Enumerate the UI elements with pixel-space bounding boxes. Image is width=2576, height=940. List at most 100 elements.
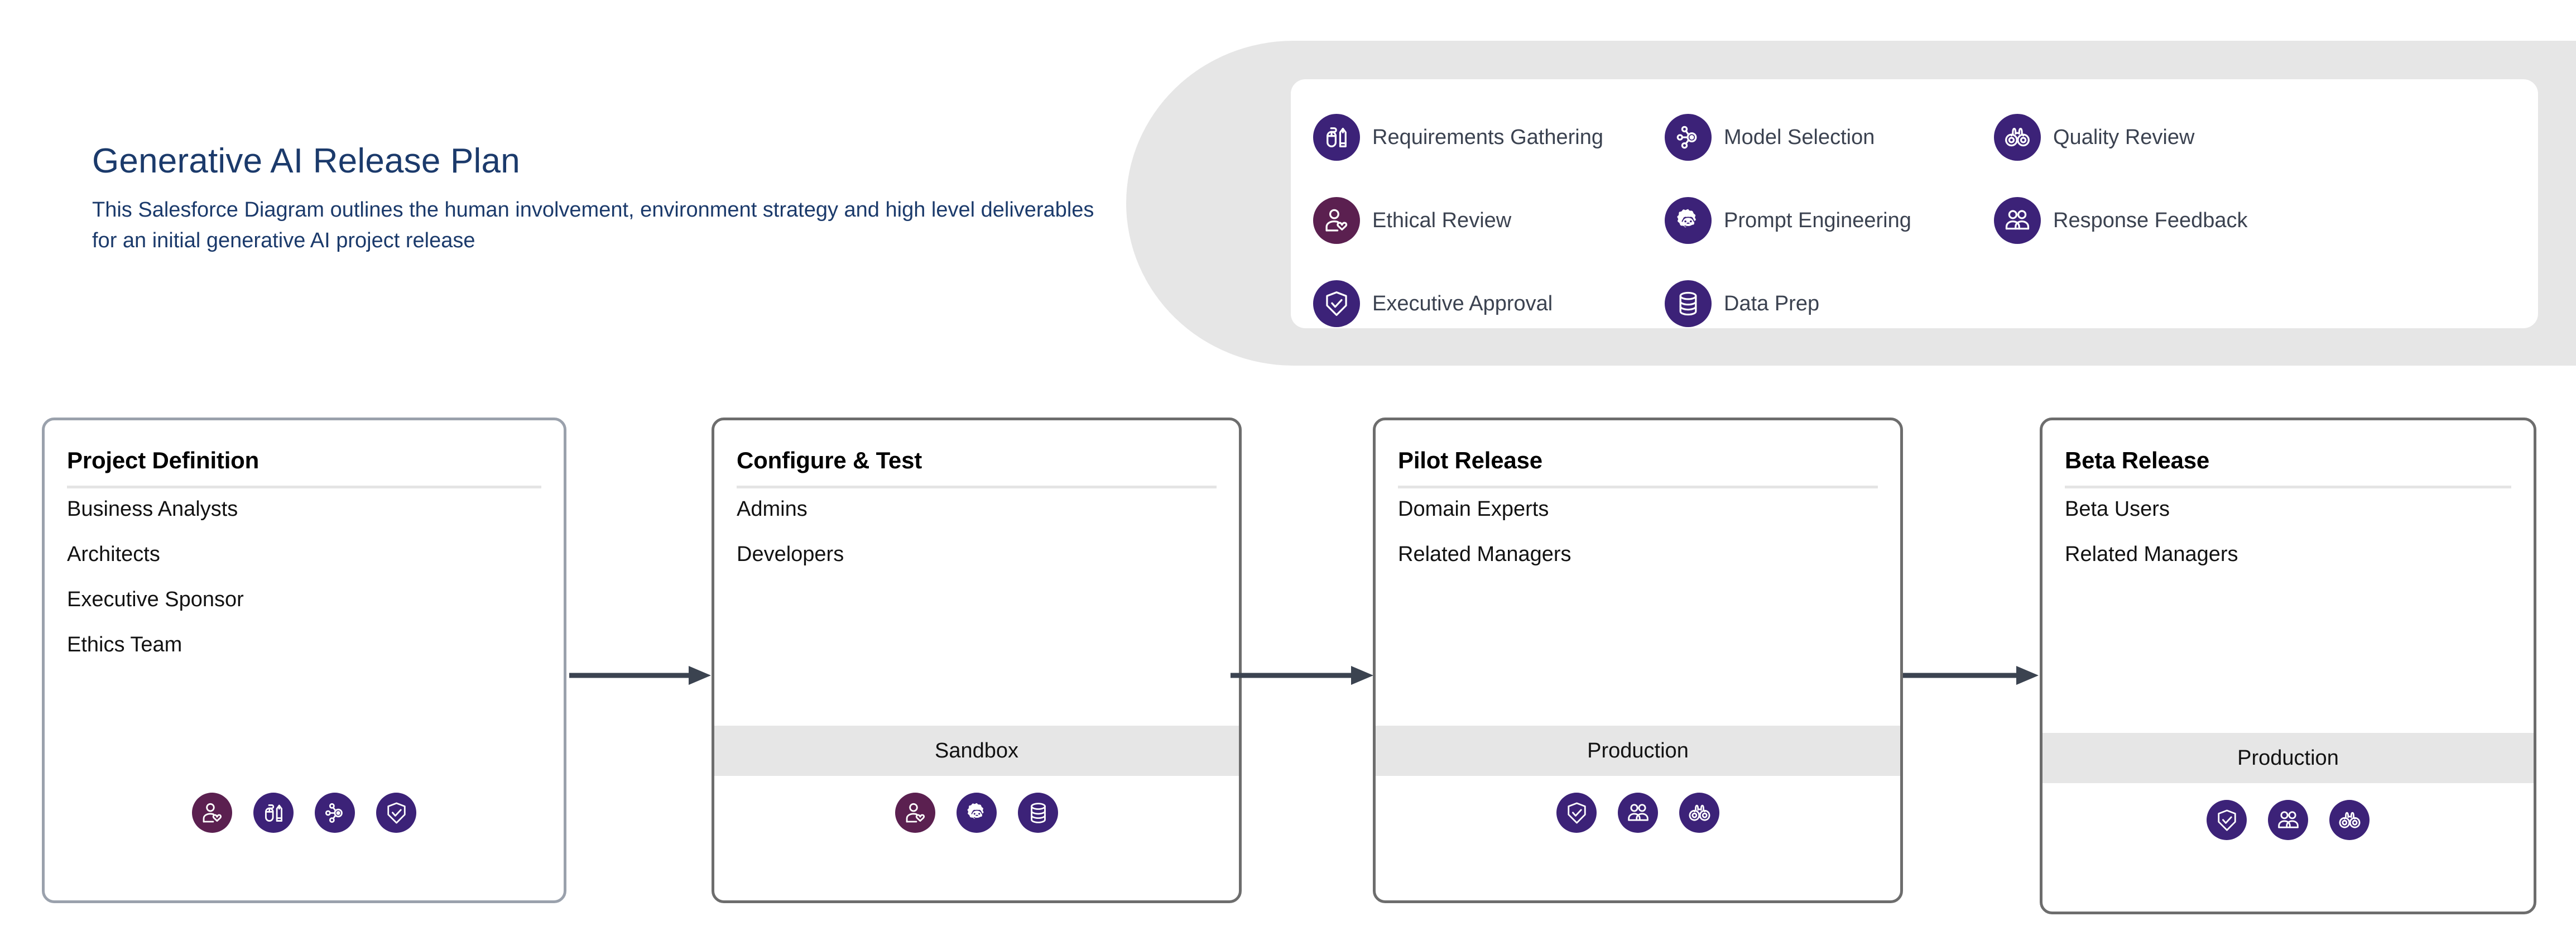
prompt-engineering-icon-badge: [1665, 197, 1712, 244]
data-prep-icon-badge: [1018, 793, 1058, 833]
stage-title: Pilot Release: [1398, 447, 1542, 473]
arrow-stage-3-to-4: [1903, 659, 2040, 692]
ethical-review-icon-badge: [192, 793, 232, 833]
legend-item: Ethical Review: [1313, 197, 1665, 244]
stage-title-divider: [67, 486, 541, 488]
stage-icon-row: [2042, 800, 2534, 840]
response-feedback-icon-badge: [1618, 793, 1658, 833]
page-subtitle: This Salesforce Diagram outlines the hum…: [92, 198, 1094, 253]
executive-approval-icon-badge: [2207, 800, 2247, 840]
executive-approval-icon-badge: [1313, 280, 1360, 327]
executive-approval-icon: [1564, 800, 1589, 826]
legend-item: Prompt Engineering: [1665, 197, 1994, 244]
response-feedback-icon-badge: [1994, 197, 2041, 244]
response-feedback-icon: [2003, 206, 2032, 235]
header-block: Generative AI Release Plan This Salesfor…: [92, 142, 1152, 256]
stage-role-item: Executive Sponsor: [67, 588, 244, 611]
ethical-review-icon-badge: [1313, 197, 1360, 244]
legend-item: Response Feedback: [1994, 197, 2306, 244]
ethical-review-icon: [903, 800, 928, 826]
stage-title: Project Definition: [67, 447, 259, 473]
quality-review-icon: [1687, 800, 1712, 826]
quality-review-icon-badge: [2329, 800, 2370, 840]
data-prep-icon: [1026, 800, 1051, 826]
stage-role-item: Business Analysts: [67, 497, 238, 521]
stage-title-divider: [1398, 486, 1878, 488]
legend-item-label: Data Prep: [1724, 291, 1820, 315]
legend-item-label: Response Feedback: [2053, 208, 2248, 232]
prompt-engineering-icon: [964, 800, 989, 826]
executive-approval-icon: [1322, 289, 1351, 318]
stage-role-item: Developers: [737, 543, 844, 566]
requirements-gathering-icon: [1322, 123, 1351, 152]
executive-approval-icon-badge: [1556, 793, 1597, 833]
prompt-engineering-icon: [1674, 206, 1703, 235]
model-selection-icon: [323, 800, 348, 826]
requirements-gathering-icon-badge: [253, 793, 294, 833]
legend-grid: Requirements Gathering Model Selection Q…: [1313, 97, 2306, 344]
arrow-stage-2-to-3: [1231, 659, 1374, 692]
ethical-review-icon: [200, 800, 225, 826]
stage-role-item: Related Managers: [1398, 543, 1571, 566]
stage-role-item: Admins: [737, 497, 808, 521]
stage-title: Configure & Test: [737, 447, 922, 473]
stage-role-item: Related Managers: [2065, 543, 2238, 566]
legend-item-label: Prompt Engineering: [1724, 208, 1911, 232]
environment-band: Production: [2042, 733, 2534, 783]
legend-item: Model Selection: [1665, 114, 1994, 161]
legend-item: Data Prep: [1665, 280, 1994, 327]
legend-item: Executive Approval: [1313, 280, 1665, 327]
environment-label: Sandbox: [934, 738, 1018, 762]
environment-label: Production: [2237, 746, 2339, 770]
legend-card: Requirements Gathering Model Selection Q…: [1291, 79, 2538, 328]
quality-review-icon-badge: [1994, 114, 2041, 161]
model-selection-icon-badge: [315, 793, 355, 833]
model-selection-icon-badge: [1665, 114, 1712, 161]
data-prep-icon-badge: [1665, 280, 1712, 327]
stage-role-item: Ethics Team: [67, 633, 182, 656]
legend-item-label: Executive Approval: [1372, 291, 1553, 315]
page-title: Generative AI Release Plan: [92, 142, 520, 180]
quality-review-icon: [2337, 808, 2362, 833]
response-feedback-icon: [2276, 808, 2301, 833]
response-feedback-icon-badge: [2268, 800, 2308, 840]
ethical-review-icon-badge: [895, 793, 935, 833]
legend-item: Quality Review: [1994, 114, 2306, 161]
ethical-review-icon: [1322, 206, 1351, 235]
requirements-gathering-icon-badge: [1313, 114, 1360, 161]
legend-item: Requirements Gathering: [1313, 114, 1665, 161]
data-prep-icon: [1674, 289, 1703, 318]
executive-approval-icon: [2214, 808, 2239, 833]
quality-review-icon: [2003, 123, 2032, 152]
legend-item-label: Model Selection: [1724, 125, 1875, 149]
stage-title-divider: [737, 486, 1217, 488]
environment-band: Sandbox: [714, 726, 1239, 776]
executive-approval-icon-badge: [376, 793, 416, 833]
response-feedback-icon: [1626, 800, 1651, 826]
stage-role-item: Architects: [67, 543, 160, 566]
legend-item-label: Requirements Gathering: [1372, 125, 1603, 149]
stage-icon-row: [714, 793, 1239, 833]
legend-item-label: Ethical Review: [1372, 208, 1512, 232]
legend-item-label: Quality Review: [2053, 125, 2195, 149]
model-selection-icon: [1674, 123, 1703, 152]
environment-band: Production: [1376, 726, 1900, 776]
stage-icon-row: [1376, 793, 1900, 833]
stage-title-divider: [2065, 486, 2511, 488]
stage-title: Beta Release: [2065, 447, 2210, 473]
stage-icon-row: [45, 793, 564, 833]
prompt-engineering-icon-badge: [957, 793, 997, 833]
stage-role-item: Domain Experts: [1398, 497, 1549, 521]
quality-review-icon-badge: [1679, 793, 1719, 833]
executive-approval-icon: [384, 800, 409, 826]
environment-label: Production: [1587, 738, 1689, 762]
stage-role-item: Beta Users: [2065, 497, 2170, 521]
